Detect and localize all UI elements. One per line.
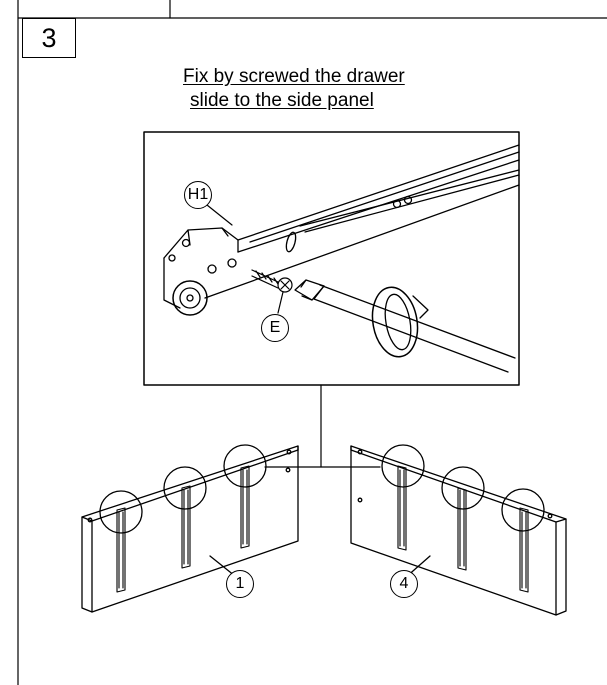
right-side-panel xyxy=(350,444,567,616)
panel-label-left: 1 xyxy=(226,570,254,598)
screwdriver xyxy=(294,279,516,373)
screw xyxy=(251,269,293,314)
panel-label-right: 4 xyxy=(390,570,418,598)
step-number: 3 xyxy=(22,18,76,58)
roller-wheel xyxy=(172,280,208,316)
part-label-e: E xyxy=(261,314,289,342)
instruction-line-1: Fix by screwed the drawer xyxy=(183,66,405,87)
left-side-panel xyxy=(81,444,299,613)
part-label-h1: H1 xyxy=(184,181,212,209)
page-frame xyxy=(17,0,607,685)
detail-frame xyxy=(143,131,520,386)
detail-connector xyxy=(264,384,381,468)
instruction-line-2: slide to the side panel xyxy=(190,90,374,111)
drawer-slide-rail xyxy=(163,144,520,316)
